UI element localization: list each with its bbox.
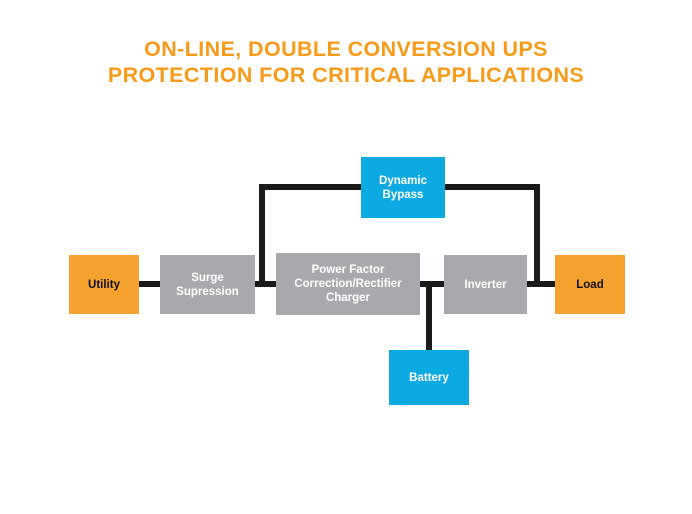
node-dynamic-bypass[interactable]: Dynamic Bypass bbox=[361, 157, 445, 218]
node-surge-supression[interactable]: Surge Supression bbox=[160, 255, 255, 314]
node-load-label: Load bbox=[576, 278, 604, 291]
page-title-line-1: ON-LINE, DOUBLE CONVERSION UPS bbox=[144, 37, 548, 61]
connector-bypass-right-horizontal bbox=[443, 184, 540, 190]
page-title-line-2: PROTECTION FOR CRITICAL APPLICATIONS bbox=[107, 63, 585, 87]
node-load[interactable]: Load bbox=[555, 255, 625, 314]
connector-bypass-left-vertical bbox=[259, 184, 265, 287]
node-inverter[interactable]: Inverter bbox=[444, 255, 527, 314]
node-surge-supression-label: Surge Supression bbox=[176, 271, 239, 298]
connector-bypass-left-horizontal bbox=[259, 184, 363, 190]
connector-bypass-right-vertical bbox=[534, 184, 540, 287]
node-utility-label: Utility bbox=[88, 278, 120, 291]
connector-surge-to-pfc bbox=[255, 281, 277, 287]
node-power-factor-correction[interactable]: Power Factor Correction/Rectifier Charge… bbox=[276, 253, 420, 315]
connector-battery-vertical bbox=[426, 281, 432, 353]
node-dynamic-bypass-label: Dynamic Bypass bbox=[379, 174, 427, 201]
node-utility[interactable]: Utility bbox=[69, 255, 139, 314]
node-battery-label: Battery bbox=[409, 371, 449, 384]
page-title: ON-LINE, DOUBLE CONVERSION UPS PROTECTIO… bbox=[0, 36, 692, 88]
node-power-factor-correction-label: Power Factor Correction/Rectifier Charge… bbox=[294, 264, 402, 304]
node-battery[interactable]: Battery bbox=[389, 350, 469, 405]
connector-inverter-to-load bbox=[527, 281, 556, 287]
connector-utility-to-surge bbox=[139, 281, 161, 287]
connector-pfc-to-inverter bbox=[420, 281, 445, 287]
node-inverter-label: Inverter bbox=[464, 278, 507, 291]
